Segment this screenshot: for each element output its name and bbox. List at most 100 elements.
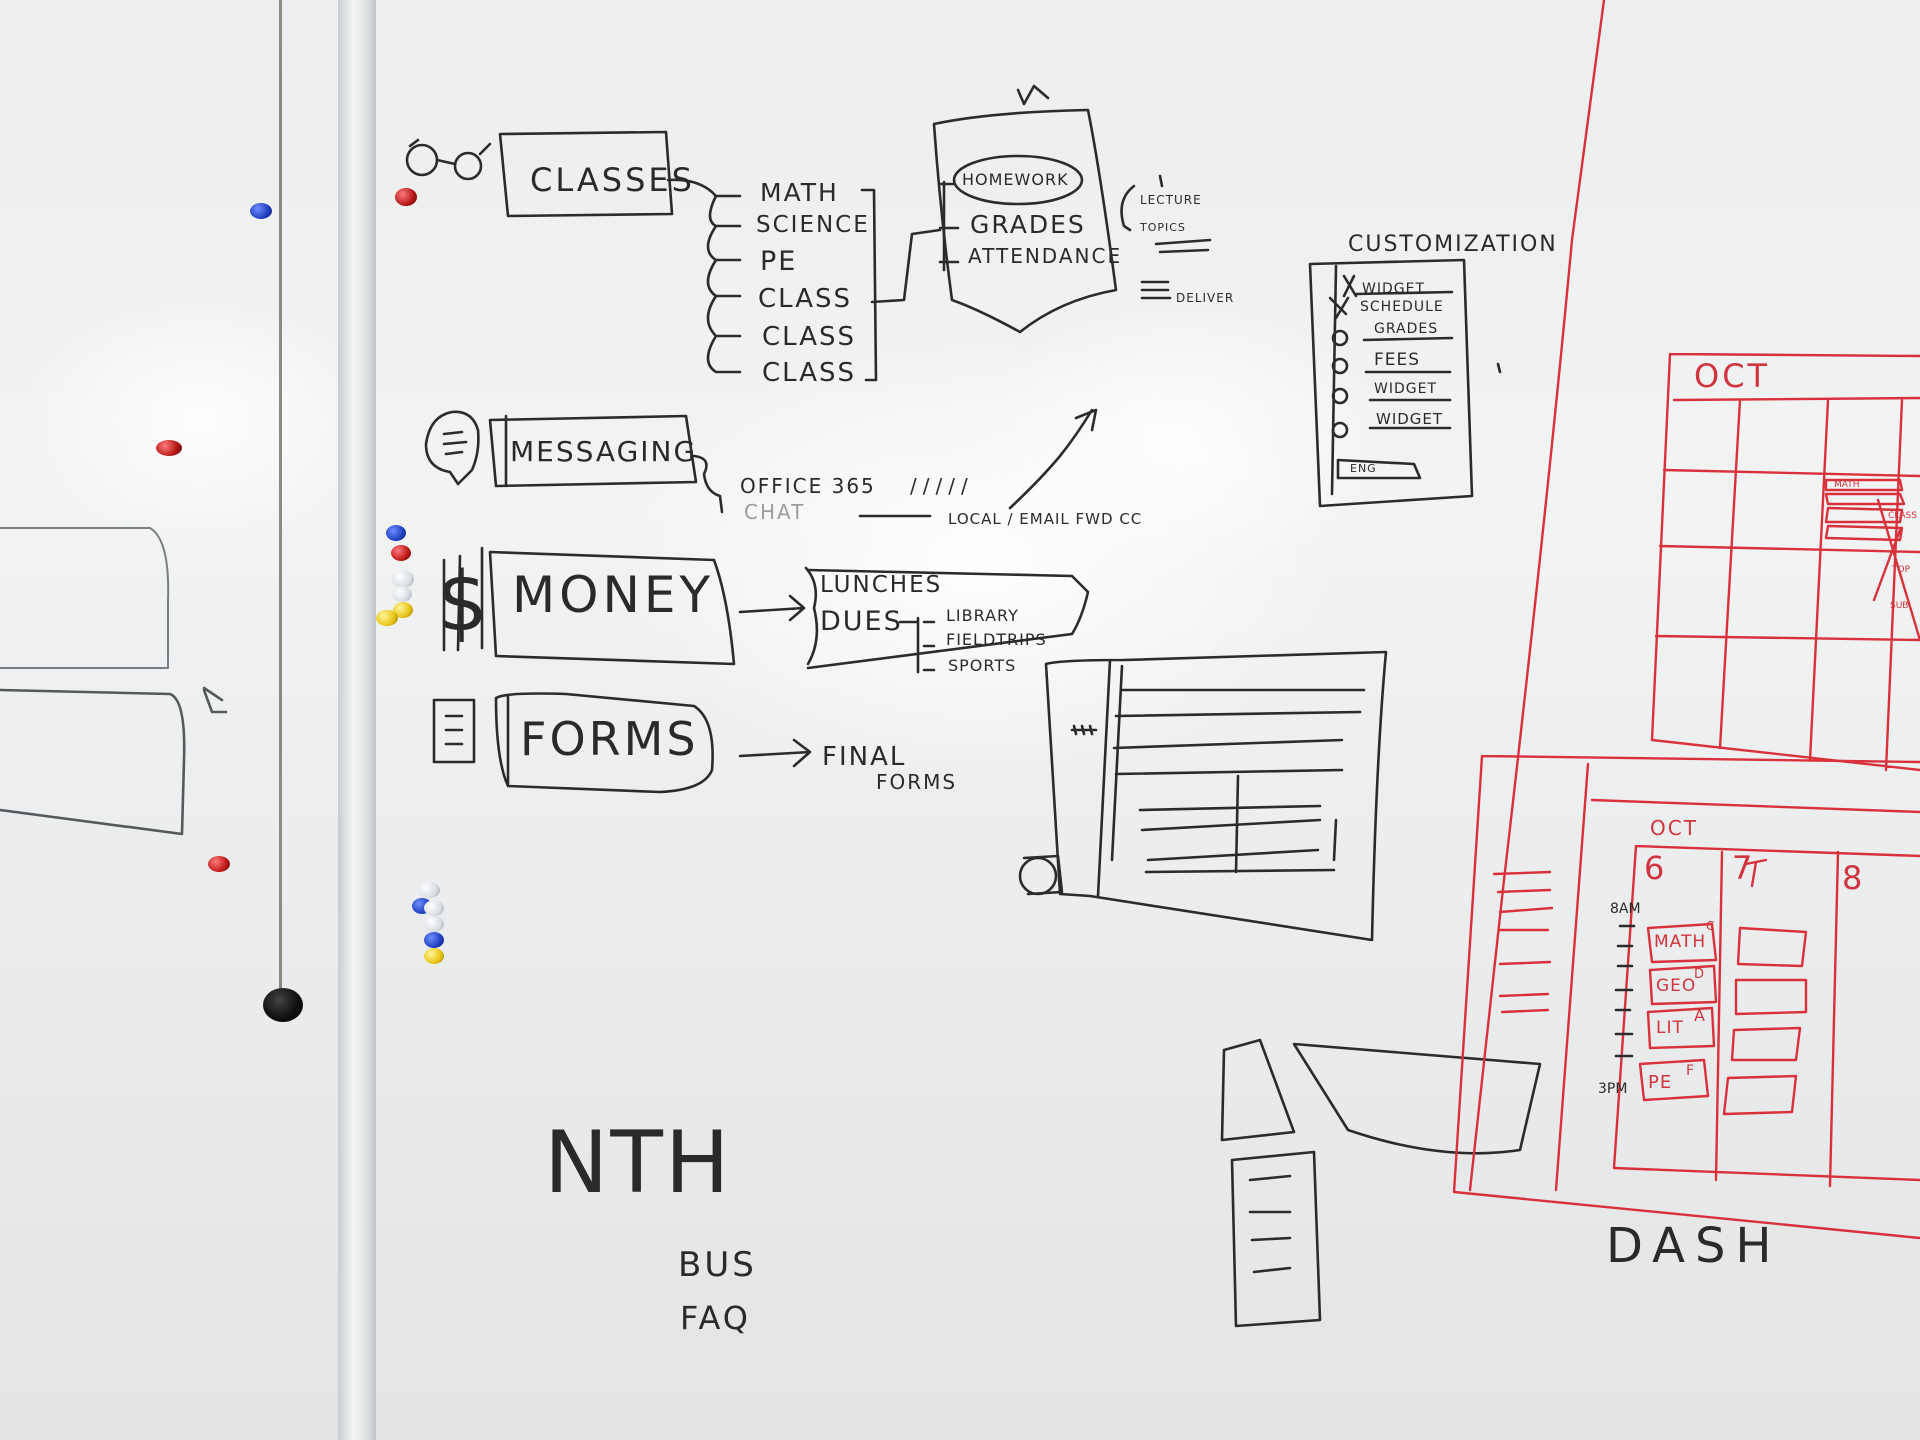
class-item: CLASS xyxy=(762,322,857,352)
wireframe-panel xyxy=(1044,650,1388,942)
magnet xyxy=(393,602,413,618)
radio-option xyxy=(1331,421,1349,439)
dashboard-grade: A xyxy=(1694,1006,1705,1025)
wireframe-ticks xyxy=(1070,724,1098,736)
magnet xyxy=(156,440,182,456)
note-deliver: DELIVER xyxy=(1176,291,1235,305)
widget-underlines xyxy=(1354,290,1454,430)
panel-seam xyxy=(338,0,376,1440)
widget-option: WIDGET xyxy=(1374,381,1437,397)
bottom-card-wide xyxy=(1292,1042,1542,1155)
month-label: OCT xyxy=(1694,357,1771,395)
messaging-ticks: ///// xyxy=(910,474,974,498)
glasses-icon xyxy=(405,138,492,181)
day-event-blocks xyxy=(1722,926,1808,1116)
messaging-arrow-head xyxy=(1074,408,1098,432)
widget-option: WIDGET xyxy=(1376,410,1444,428)
money-bars xyxy=(442,546,484,652)
notes-brace xyxy=(1120,174,1164,232)
red-divider xyxy=(1468,0,1606,1192)
wireframe-column xyxy=(1234,774,1338,874)
radio-option xyxy=(1331,329,1349,347)
homework-circle xyxy=(952,154,1084,206)
magnet xyxy=(424,916,444,932)
day-number: 6 xyxy=(1644,849,1665,887)
widget-option: GRADES xyxy=(1374,321,1439,337)
classes-title: CLASSES xyxy=(530,161,695,199)
widget-option: FEES xyxy=(1374,350,1421,370)
day-number-mark xyxy=(1744,858,1768,888)
mini-event: TOP xyxy=(1892,565,1911,575)
left-faint-box xyxy=(0,527,170,669)
detail-attendance: ATTENDANCE xyxy=(968,244,1123,268)
dues-branch xyxy=(898,616,936,674)
money-arrow xyxy=(738,594,806,622)
nth-item-faq: FAQ xyxy=(680,1299,751,1337)
widget-option: WIDGET xyxy=(1362,281,1425,297)
class-item: PE xyxy=(760,246,798,277)
customization-title: CUSTOMIZATION xyxy=(1348,232,1558,257)
class-detail-connector xyxy=(870,228,942,304)
forms-box xyxy=(494,692,714,794)
classes-box xyxy=(498,130,674,218)
magnet xyxy=(418,882,440,898)
widget-option: SCHEDULE xyxy=(1360,299,1444,315)
day-event-blocks xyxy=(1638,922,1718,1102)
bottom-list-card xyxy=(1230,1150,1322,1328)
week-calendar-grid xyxy=(1612,844,1920,1188)
magnet xyxy=(395,188,417,206)
detail-homework: HOMEWORK xyxy=(962,170,1069,189)
nth-title: NTH xyxy=(544,1113,732,1213)
magnet xyxy=(392,586,412,602)
money-brace xyxy=(804,566,819,666)
note-lecture: LECTURE xyxy=(1140,193,1202,207)
dues-library: LIBRARY xyxy=(946,606,1019,625)
checked-marks xyxy=(1328,274,1358,320)
customization-button xyxy=(1336,458,1422,480)
money-symbol: $ xyxy=(436,555,489,650)
detail-check xyxy=(1016,84,1050,106)
detail-bullets xyxy=(938,180,960,272)
chat-bubble-icon xyxy=(424,410,480,486)
customization-panel xyxy=(1308,258,1474,508)
dashboard-frame xyxy=(1452,754,1920,1240)
magnet xyxy=(392,570,414,588)
class-item: CLASS xyxy=(762,358,857,388)
forms-item-forms: FORMS xyxy=(876,770,958,794)
dashboard-grade: D xyxy=(1694,967,1705,982)
day-number: 7 xyxy=(1732,849,1753,887)
dashboard-grade: C xyxy=(1706,919,1715,933)
forms-arrow xyxy=(738,738,812,768)
bottom-card xyxy=(1220,1038,1296,1142)
wireframe-rows xyxy=(1112,688,1366,874)
wireframe-corner xyxy=(1022,854,1064,896)
money-item-lunches: LUNCHES xyxy=(820,572,943,598)
month-calendar-events xyxy=(1824,478,1920,642)
messaging-title: MESSAGING xyxy=(510,435,698,468)
magnet xyxy=(386,525,406,541)
mini-event: MATH xyxy=(1834,480,1860,490)
notes-lines xyxy=(1140,238,1212,300)
messaging-arrow xyxy=(858,408,1094,518)
magnet xyxy=(250,203,272,219)
messaging-item-chat: CHAT xyxy=(744,500,806,524)
time-label-end: 3PM xyxy=(1598,1081,1628,1097)
dashboard-event: PE xyxy=(1648,1072,1673,1093)
note-topics: TOPICS xyxy=(1140,221,1186,234)
dashboard-sidebar-lines xyxy=(1492,870,1554,1014)
time-label-start: 8AM xyxy=(1610,901,1641,917)
dashboard-event: GEO xyxy=(1656,976,1697,996)
dashboard-event: MATH xyxy=(1654,932,1707,952)
money-item-dues: DUES xyxy=(820,606,903,637)
time-ticks xyxy=(1614,924,1636,1058)
money-title: MONEY xyxy=(512,566,715,624)
dues-fieldtrips: FIELDTRIPS xyxy=(946,630,1047,649)
wireframe-circle xyxy=(1018,856,1058,896)
dues-sports: SPORTS xyxy=(948,656,1017,675)
dash-label: DASH xyxy=(1606,1218,1782,1274)
cord-weight xyxy=(263,988,303,1022)
radio-option xyxy=(1331,357,1349,375)
money-outline xyxy=(806,568,1090,670)
